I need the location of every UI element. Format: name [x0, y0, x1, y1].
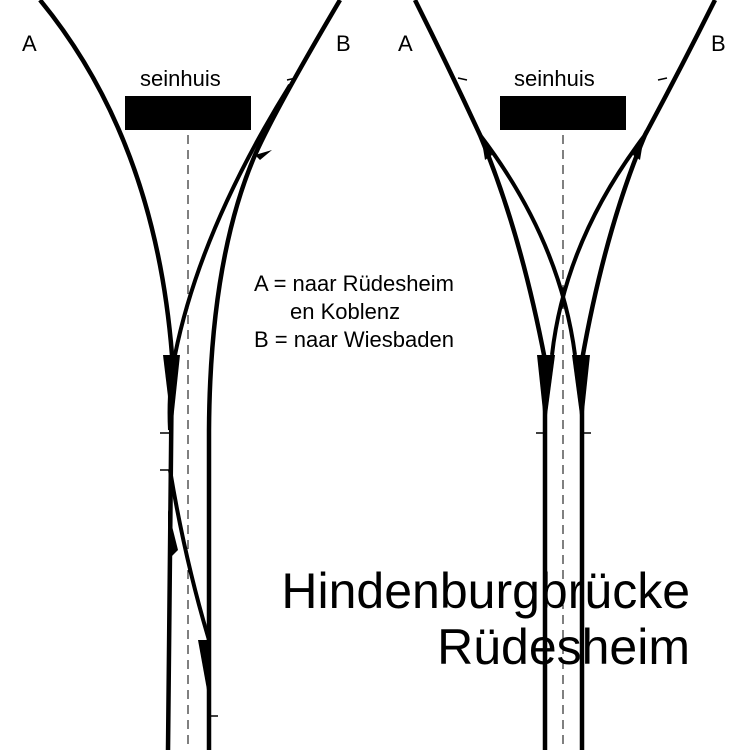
left-frog-4: [255, 150, 272, 160]
right-tick-1: [457, 77, 468, 81]
right-track-b-inner: [550, 133, 647, 356]
title-line-2: Rüdesheim: [437, 619, 690, 675]
left-frog-1: [163, 355, 180, 430]
left-frog-3: [198, 640, 211, 712]
right-signal-box: [500, 96, 626, 130]
left-track-b-outer: [206, 0, 342, 750]
right-tick-2: [657, 77, 668, 81]
left-tick-1: [286, 77, 297, 81]
right-frog-4: [633, 130, 645, 160]
right-frog-2: [572, 355, 590, 430]
left-track-a: [38, 0, 175, 750]
left-end-b-label: B: [336, 31, 351, 56]
left-end-a-label: A: [22, 31, 37, 56]
legend-line-1: A = naar Rüdesheim: [254, 271, 454, 296]
right-end-b-label: B: [711, 31, 726, 56]
right-frog-1: [537, 355, 555, 430]
legend: A = naar Rüdesheim en Koblenz B = naar W…: [254, 270, 454, 354]
left-frog-2: [168, 510, 178, 560]
left-signal-box: [125, 96, 251, 130]
diagram-title: Hindenburgbrücke Rüdesheim: [281, 563, 690, 675]
right-end-a-label: A: [398, 31, 413, 56]
legend-line-2: en Koblenz: [290, 299, 401, 324]
right-track-a-inner: [478, 133, 577, 356]
left-crossover: [168, 469, 211, 710]
left-signal-box-label: seinhuis: [140, 66, 221, 91]
right-frog-3: [480, 130, 492, 160]
left-layout: [38, 0, 342, 750]
right-signal-box-label: seinhuis: [514, 66, 595, 91]
title-line-1: Hindenburgbrücke: [281, 563, 690, 619]
legend-line-3: B = naar Wiesbaden: [254, 327, 454, 352]
